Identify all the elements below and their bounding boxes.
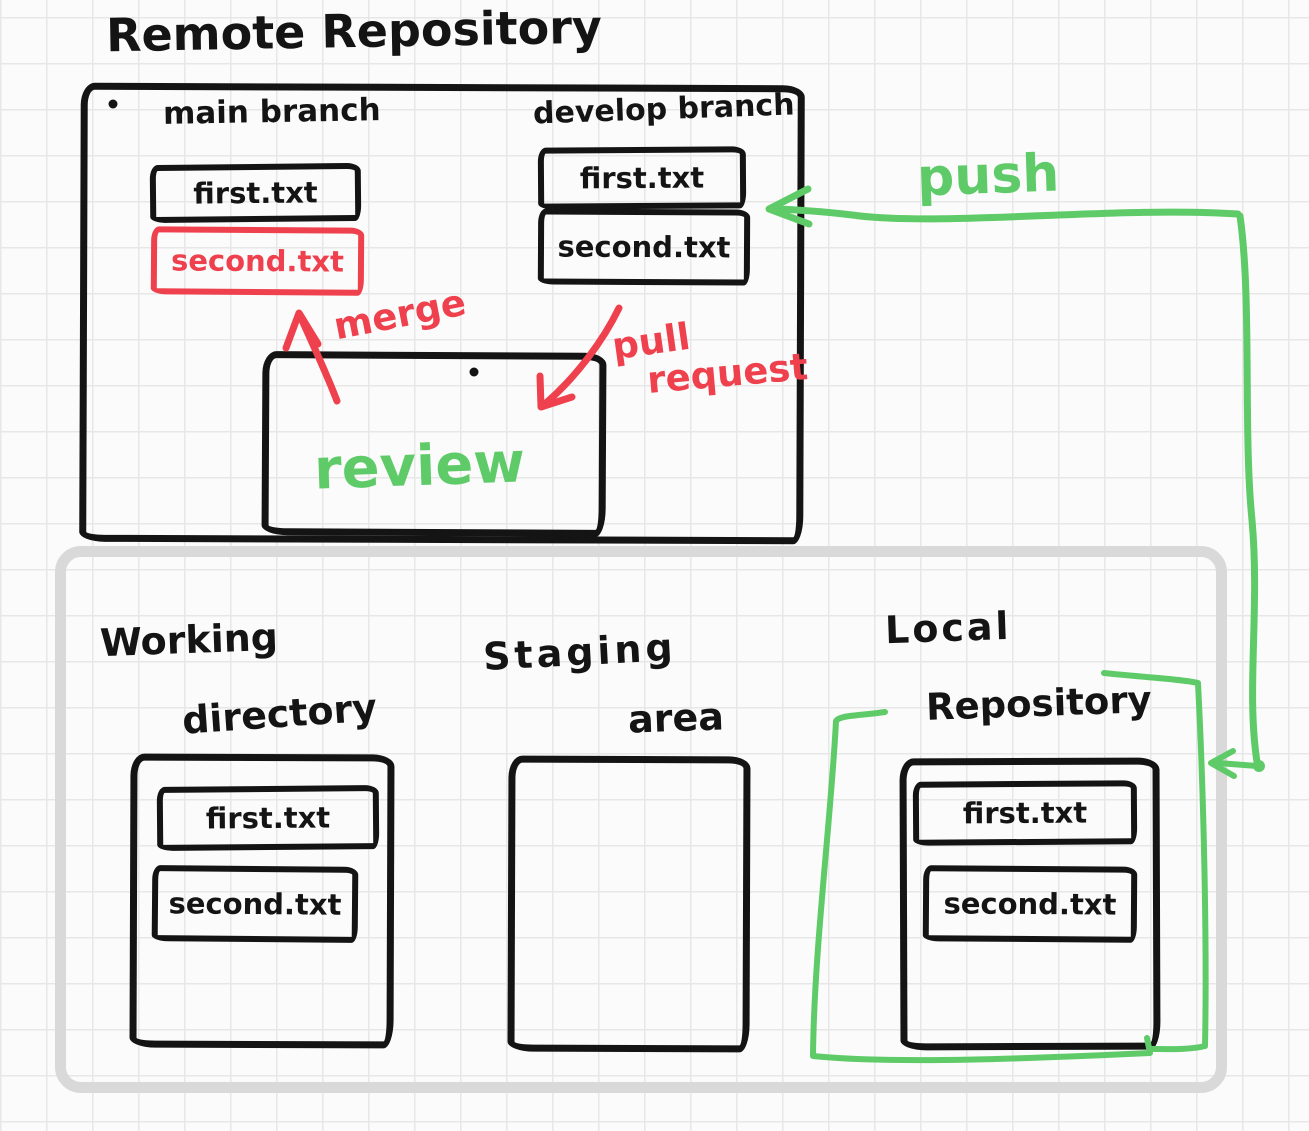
- review-label: review: [312, 430, 527, 503]
- push-down-line: [1236, 212, 1261, 766]
- file-name: second.txt: [168, 886, 342, 922]
- staging-area-label-line2: area: [627, 694, 725, 742]
- working-directory-file-first: first.txt: [156, 785, 380, 851]
- remote-develop-file-first: first.txt: [537, 146, 747, 210]
- staging-area-box: [507, 755, 751, 1053]
- file-name: first.txt: [579, 160, 705, 196]
- push-line-endpoint-dot: [1253, 760, 1265, 772]
- page-title: Remote Repository: [105, 0, 603, 63]
- push-label: push: [915, 143, 1061, 209]
- local-machine-frame: [55, 546, 1227, 1093]
- file-name: first.txt: [193, 175, 318, 211]
- remote-develop-file-second: second.txt: [537, 208, 751, 286]
- local-repository-file-second: second.txt: [922, 865, 1138, 943]
- file-name: first.txt: [962, 795, 1088, 831]
- local-repository-label-line2: Repository: [925, 678, 1153, 729]
- local-repository-label-line1: Local: [884, 603, 1013, 653]
- file-name: second.txt: [170, 243, 345, 279]
- working-directory-file-second: second.txt: [151, 865, 359, 943]
- working-directory-label-line1: Working: [99, 614, 279, 666]
- push-arrow-line: [774, 205, 1242, 223]
- local-repository-file-first: first.txt: [912, 780, 1138, 846]
- file-name: first.txt: [205, 800, 331, 836]
- file-name: second.txt: [557, 229, 731, 265]
- remote-main-file-first: first.txt: [149, 162, 362, 224]
- remote-main-file-second: second.txt: [150, 226, 365, 296]
- file-name: second.txt: [943, 886, 1117, 922]
- main-branch-label: main branch: [162, 92, 381, 132]
